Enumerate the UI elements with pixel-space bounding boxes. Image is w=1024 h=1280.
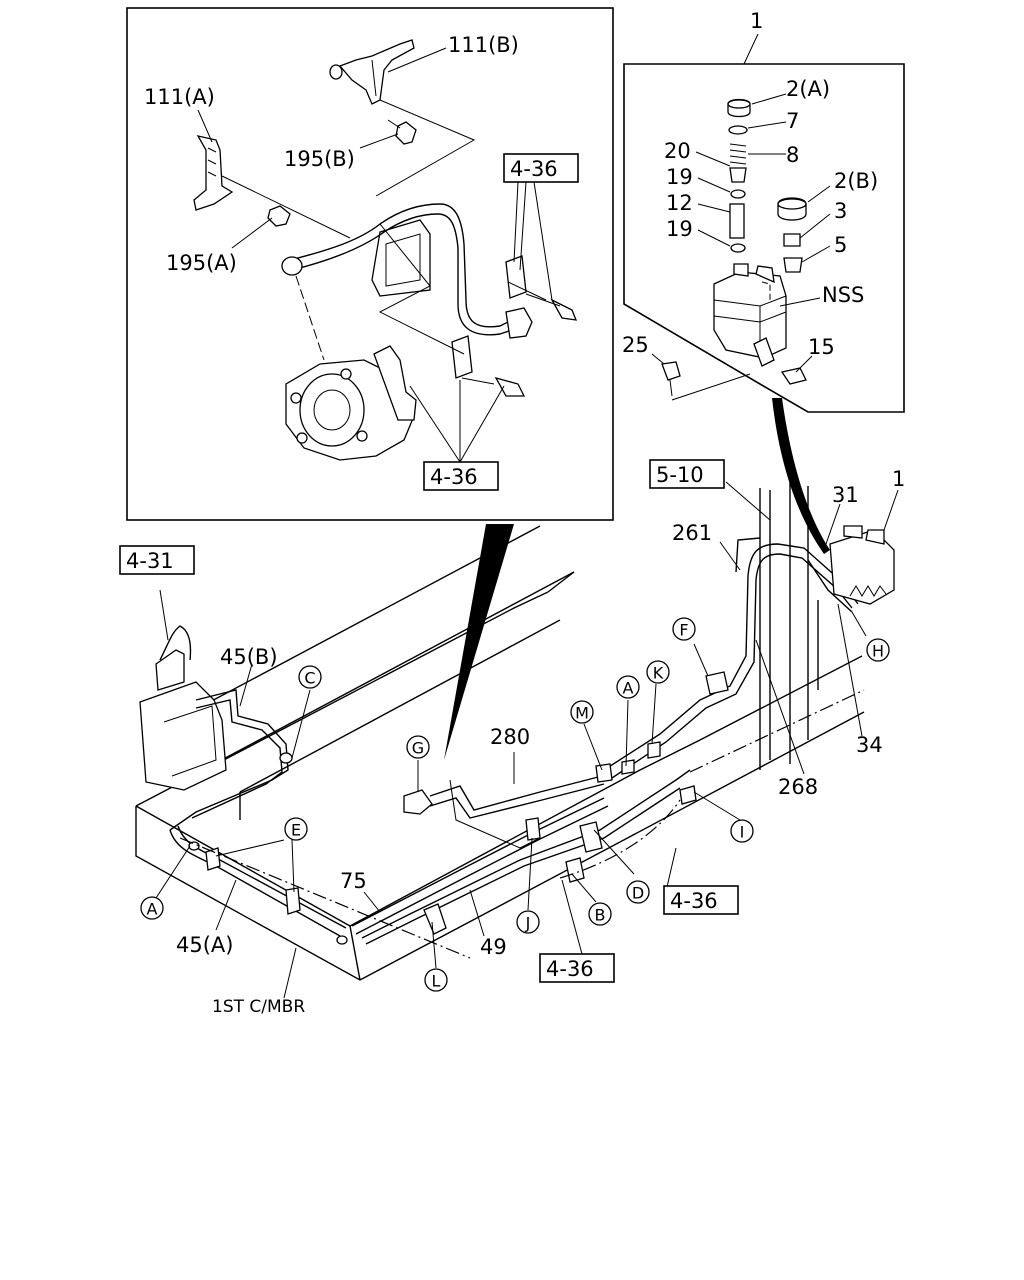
svg-text:B: B [595, 906, 606, 925]
svg-text:H: H [872, 642, 884, 661]
reservoir-parts [661, 98, 807, 397]
label-19-lower: 19 [666, 217, 693, 241]
pump-detail-inset [126, 7, 614, 521]
label-195a: 195(A) [166, 251, 237, 275]
ref-5-10: 5-10 [656, 463, 704, 487]
frame-member [135, 525, 865, 981]
svg-text:I: I [740, 823, 745, 842]
clamp-inset-lower [451, 335, 526, 397]
label-45a: 45(A) [176, 933, 233, 957]
ref-box-4-31 [119, 545, 195, 575]
ref-box-4-36-bottom [539, 953, 615, 983]
label-20: 20 [664, 139, 691, 163]
label-34: 34 [856, 733, 883, 757]
circled-i: I [730, 819, 754, 843]
svg-text:K: K [653, 664, 664, 683]
circled-m: M [570, 700, 594, 724]
svg-text:C: C [304, 669, 315, 688]
label-25: 25 [622, 333, 649, 357]
ref-box-4-36-top [503, 153, 579, 183]
circled-a-left: A [140, 896, 164, 920]
ref-4-36-bottom: 4-36 [546, 957, 594, 981]
pipe-45b [169, 689, 293, 831]
ref-4-36-right: 4-36 [670, 889, 718, 913]
label-8: 8 [786, 143, 799, 167]
svg-text:A: A [623, 679, 634, 698]
label-45b: 45(B) [220, 645, 278, 669]
reservoir-detail-inset [623, 63, 905, 413]
svg-text:L: L [432, 972, 441, 991]
svg-text:E: E [291, 821, 301, 840]
label-261: 261 [672, 521, 712, 545]
reservoir-installed [829, 525, 895, 605]
bracket-111a [193, 135, 234, 211]
pipe-45a [169, 825, 348, 945]
power-steering-pump [285, 345, 417, 461]
hose-280 [403, 775, 605, 819]
label-2b: 2(B) [834, 169, 878, 193]
circled-f: F [672, 617, 696, 641]
svg-text:M: M [575, 704, 589, 723]
chassis-clamps [205, 671, 729, 935]
ref-4-36-top: 4-36 [510, 157, 558, 181]
circled-j: J [516, 910, 540, 934]
label-5: 5 [834, 233, 847, 257]
label-19-upper: 19 [666, 165, 693, 189]
label-1-top: 1 [750, 9, 763, 33]
svg-text:J: J [525, 914, 531, 933]
circled-h: H [866, 638, 890, 662]
callout-wedge-left [444, 524, 514, 760]
svg-text:D: D [632, 884, 644, 903]
ref-4-36-mid: 4-36 [430, 465, 478, 489]
label-75: 75 [340, 869, 367, 893]
circled-d: D [626, 880, 650, 904]
circled-k: K [646, 660, 670, 684]
ref-box-4-36-right [663, 885, 739, 915]
crossmember-right [759, 480, 819, 770]
svg-text:A: A [147, 900, 158, 919]
circled-e: E [284, 817, 308, 841]
label-15: 15 [808, 335, 835, 359]
bolt-195a [267, 205, 291, 227]
label-268: 268 [778, 775, 818, 799]
svg-text:F: F [679, 621, 688, 640]
bracket-111b [329, 39, 415, 105]
label-1st-crossmember: 1ST C/MBR [212, 997, 305, 1017]
bolt-195b [387, 119, 417, 145]
label-195b: 195(B) [284, 147, 355, 171]
label-111a: 111(A) [144, 85, 215, 109]
label-31: 31 [832, 483, 859, 507]
circled-g: G [406, 735, 430, 759]
steering-gear-box [139, 589, 227, 791]
label-111b: 111(B) [448, 33, 519, 57]
ref-box-4-36-mid [423, 461, 499, 491]
circled-l: L [424, 968, 448, 992]
pipe-75 [351, 797, 609, 935]
label-1-right: 1 [892, 467, 905, 491]
pressure-pipe-inset [281, 203, 533, 339]
callout-wedge-right [772, 398, 830, 554]
label-49: 49 [480, 935, 507, 959]
label-2a: 2(A) [786, 77, 830, 101]
circled-b: B [588, 902, 612, 926]
label-nss: NSS [822, 283, 864, 307]
label-7: 7 [786, 109, 799, 133]
label-12: 12 [666, 191, 693, 215]
pipes-261-268-34 [603, 537, 859, 779]
clamp-inset-upper [505, 255, 578, 321]
ref-box-5-10 [649, 459, 725, 489]
circled-c: C [298, 665, 322, 689]
svg-text:G: G [412, 739, 424, 758]
label-280: 280 [490, 725, 530, 749]
circled-a-mid: A [616, 675, 640, 699]
label-3: 3 [834, 199, 847, 223]
ref-4-31: 4-31 [126, 549, 174, 573]
